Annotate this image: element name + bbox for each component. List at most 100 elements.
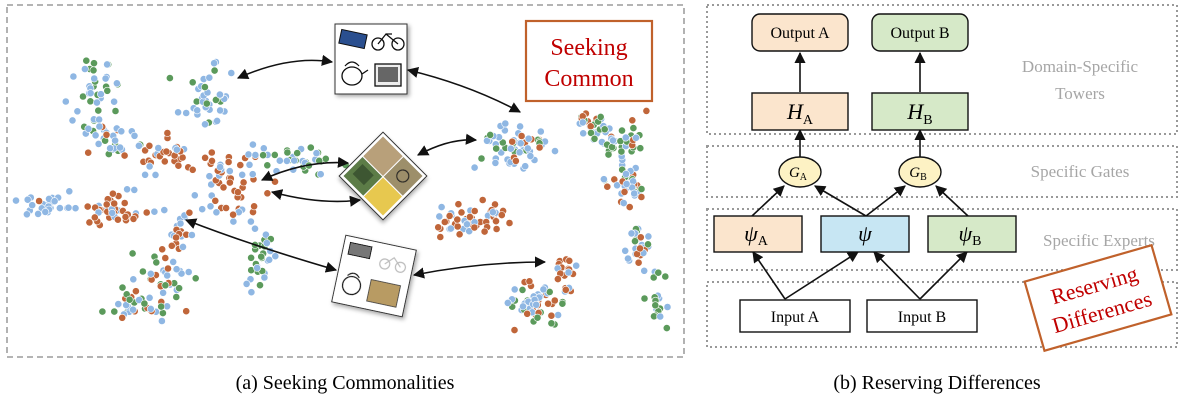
scatter-point xyxy=(161,281,170,290)
scatter-point xyxy=(247,288,256,297)
scatter-point xyxy=(207,148,216,157)
scatter-point xyxy=(208,156,216,165)
scatter-point xyxy=(256,281,264,290)
arrow-mid-right xyxy=(417,133,478,156)
scatter-point xyxy=(478,196,487,204)
scatter-point xyxy=(453,222,462,231)
scatter-point xyxy=(238,170,247,179)
scatter-point xyxy=(477,154,486,163)
scatter-point xyxy=(162,147,171,156)
scatter-point xyxy=(193,106,202,115)
scatter-point xyxy=(613,181,621,190)
scatter-point xyxy=(116,143,124,152)
scatter-point xyxy=(505,219,514,227)
scatter-point xyxy=(210,59,218,68)
scatter-point xyxy=(497,211,506,219)
scatter-point xyxy=(632,133,640,142)
scatter-point xyxy=(617,147,626,156)
bicycle-icon-small xyxy=(379,256,406,273)
scatter-point xyxy=(157,317,166,325)
scatter-point xyxy=(644,240,652,249)
gates-label: Specific Gates xyxy=(1031,162,1130,181)
scatter-point xyxy=(85,218,94,227)
scatter-point xyxy=(110,97,118,106)
scatter-point xyxy=(224,158,233,166)
scatter-point xyxy=(518,285,527,294)
scatter-point xyxy=(248,170,257,179)
scatter-point xyxy=(130,131,139,140)
scatter-point xyxy=(503,298,512,307)
scatter-point xyxy=(257,252,266,261)
scatter-point xyxy=(536,127,545,136)
scatter-point xyxy=(596,113,605,121)
scatter-point xyxy=(547,319,556,328)
scatter-point xyxy=(129,305,137,314)
scatter-point xyxy=(118,283,127,292)
scatter-point xyxy=(129,214,138,223)
photo-icon xyxy=(366,279,402,308)
scatter-point xyxy=(83,202,92,211)
scatter-point xyxy=(134,141,143,150)
scatter-point xyxy=(169,257,178,266)
towers-label-line1: Domain-Specific xyxy=(1022,57,1139,76)
scatter-point xyxy=(535,143,544,152)
scatter-point xyxy=(101,74,110,83)
scatter-point xyxy=(265,255,274,264)
panel-a: Seeking Common (a) Seeking Commonalities xyxy=(6,4,685,394)
scatter-point xyxy=(114,300,123,308)
scatter-point xyxy=(572,261,581,270)
scatter-point xyxy=(79,92,87,101)
scatter-point xyxy=(619,199,628,207)
scatter-point xyxy=(446,224,455,233)
scatter-point xyxy=(23,195,32,204)
scatter-point xyxy=(590,134,599,143)
scatter-point xyxy=(34,209,42,218)
scatter-point xyxy=(35,197,43,205)
scatter-point xyxy=(108,208,117,217)
scatter-point xyxy=(71,204,80,213)
scatter-point xyxy=(227,69,236,77)
tower-a-box: HA xyxy=(751,92,849,131)
scatter-point xyxy=(175,284,183,293)
scatter-point xyxy=(259,144,268,153)
scatter-point xyxy=(259,151,267,160)
scatter-point xyxy=(97,90,105,99)
scatter-point xyxy=(205,73,214,82)
scatter-point xyxy=(41,207,50,216)
gate-b-node: GB xyxy=(898,156,942,188)
scatter-point xyxy=(457,208,466,217)
scatter-point xyxy=(578,118,587,127)
scatter-point xyxy=(157,302,166,311)
scatter-point xyxy=(523,144,532,153)
scatter-point xyxy=(627,229,636,238)
scatter-point xyxy=(68,116,77,125)
experts-label: Specific Experts xyxy=(1043,231,1155,250)
scatter-point xyxy=(525,277,534,286)
scatter-point xyxy=(492,144,501,153)
scatter-point xyxy=(239,178,248,187)
scatter-point xyxy=(129,275,138,284)
scatter-point xyxy=(216,106,224,115)
scatter-point xyxy=(621,133,630,142)
scatter-point xyxy=(135,296,143,304)
scatter-point xyxy=(662,324,671,332)
scatter-point xyxy=(312,149,321,158)
scatter-point xyxy=(603,182,612,191)
scatter-point xyxy=(205,172,214,181)
scatter-point xyxy=(483,136,491,145)
scatter-point xyxy=(651,301,660,310)
scatter-point xyxy=(245,160,254,169)
scatter-point xyxy=(141,170,149,179)
scatter-point xyxy=(636,233,645,242)
scatter-point xyxy=(629,124,638,133)
svg-text:HB: HB xyxy=(906,99,932,128)
scatter-point xyxy=(138,267,147,276)
scatter-point xyxy=(649,273,658,282)
scatter-point xyxy=(150,207,159,216)
panel-b: Output A Output B HA HB GA GB ψA xyxy=(706,4,1178,394)
scatter-point xyxy=(508,137,517,146)
scatter-point xyxy=(172,145,181,154)
scatter-point xyxy=(616,137,625,146)
scatter-point xyxy=(201,120,209,129)
